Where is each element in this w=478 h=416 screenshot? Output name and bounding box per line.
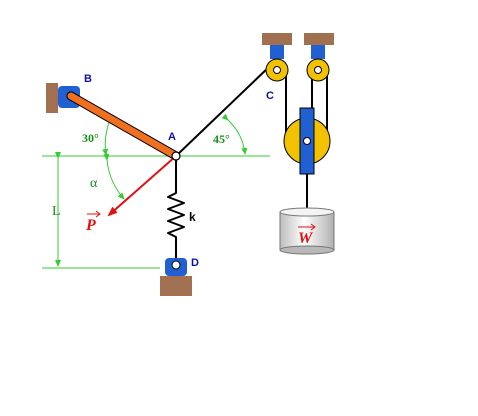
bar-ab-fill <box>67 92 180 160</box>
movable-pulley <box>283 107 331 212</box>
label-force-p: P <box>85 210 101 234</box>
label-c: C <box>266 90 274 102</box>
hanger-left <box>270 45 284 59</box>
support-d <box>160 258 192 296</box>
weight-w <box>279 207 335 255</box>
label-angle-30: 30° <box>82 131 99 145</box>
hanger-right <box>311 45 325 59</box>
ceiling-block-left <box>262 33 292 45</box>
wall-b <box>46 83 58 113</box>
ceiling-supports <box>262 33 334 59</box>
ceiling-block-right <box>304 33 334 45</box>
label-angle-45: 45° <box>213 132 230 146</box>
label-length: L <box>52 204 61 219</box>
label-weight-w: W <box>298 223 316 247</box>
pulley-c <box>265 58 289 82</box>
guide-lines <box>42 113 270 269</box>
label-b: B <box>84 73 92 85</box>
pulley-fixed-right <box>306 58 330 82</box>
label-d: D <box>191 257 199 269</box>
angle-arc-30 <box>102 113 115 156</box>
ground-d <box>160 276 192 296</box>
label-a: A <box>168 131 176 143</box>
force-p-text: P <box>85 217 96 234</box>
spring-k <box>167 156 185 263</box>
force-p-arrow <box>107 155 177 217</box>
label-angle-alpha: α <box>90 176 98 191</box>
label-spring-k: k <box>189 210 196 224</box>
pin-d <box>171 260 181 270</box>
angle-arc-alpha <box>103 153 125 200</box>
cable-ac <box>175 65 271 157</box>
weight-w-text: W <box>298 230 314 247</box>
angle-arc-45 <box>221 113 248 155</box>
joint-a <box>171 151 181 161</box>
